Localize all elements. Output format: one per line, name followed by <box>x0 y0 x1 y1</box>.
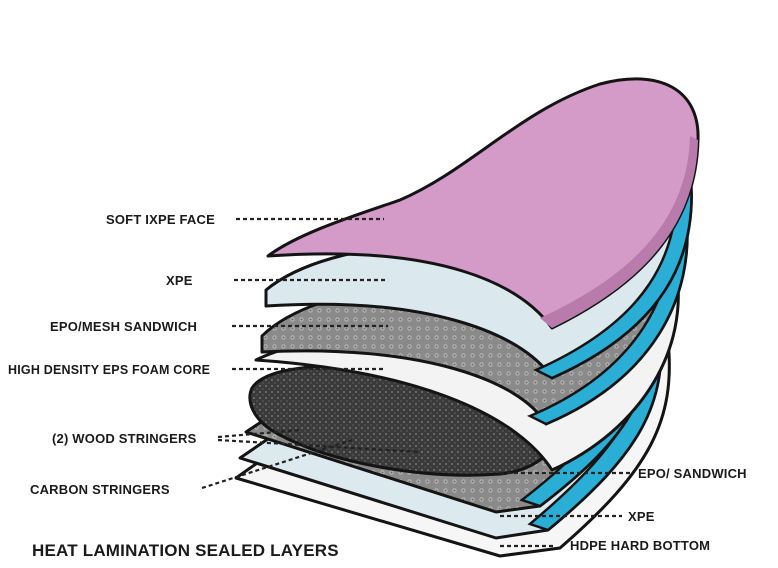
soft-ixpe-face-layer <box>266 77 700 330</box>
label-foam-core: HIGH DENSITY EPS FOAM CORE <box>8 363 210 377</box>
soft-ixpe-face-edge <box>540 136 698 328</box>
leader-carbon-stringers <box>201 438 353 490</box>
label-wood-stringers: (2) WOOD STRINGERS <box>52 431 197 446</box>
diagram-caption: HEAT LAMINATION SEALED LAYERS <box>32 541 339 560</box>
label-epo-mesh-sandwich: EPO/MESH SANDWICH <box>50 319 197 334</box>
label-epo-sandwich: EPO/ SANDWICH <box>638 466 747 481</box>
label-carbon-stringers: CARBON STRINGERS <box>30 482 170 497</box>
label-xpe-top: XPE <box>166 273 193 288</box>
label-soft-ixpe-face: SOFT IXPE FACE <box>106 212 215 227</box>
label-xpe-bottom: XPE <box>628 509 655 524</box>
label-hdpe-bottom: HDPE HARD BOTTOM <box>570 538 710 553</box>
leader-wood-stringers-2 <box>217 438 421 454</box>
